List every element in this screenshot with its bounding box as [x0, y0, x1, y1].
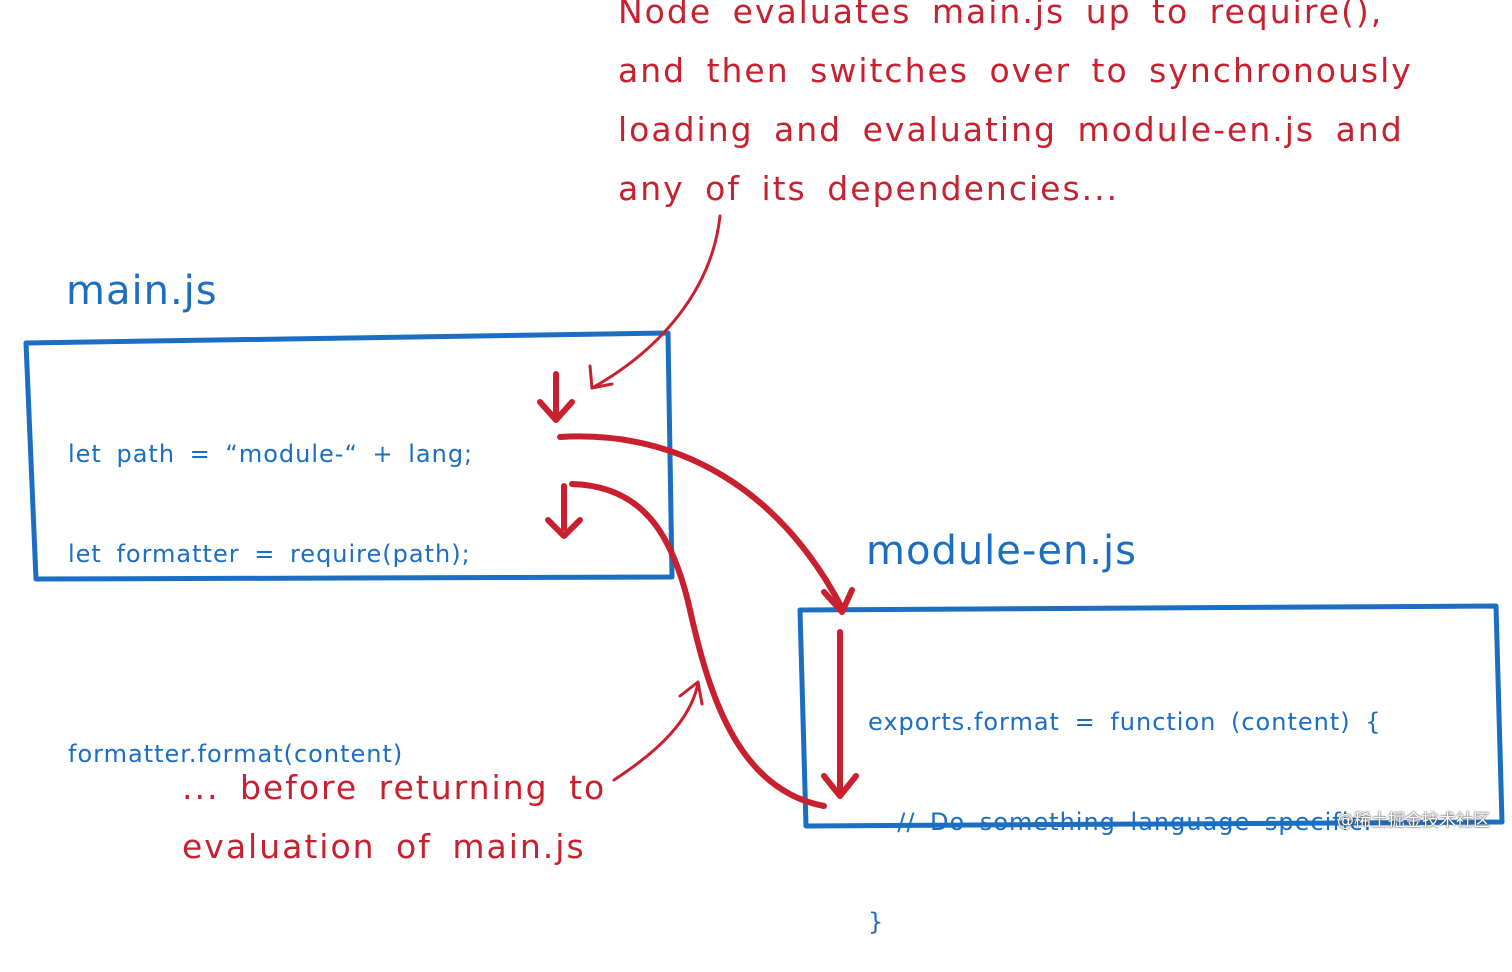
code-line: let formatter = require(path);	[68, 540, 471, 568]
top-annotation-line: any of its dependencies...	[618, 169, 1120, 208]
main-js-box	[23, 330, 675, 582]
top-annotation-line: loading and evaluating module-en.js and	[618, 110, 1404, 149]
code-line: // Do something language specific.	[868, 808, 1373, 836]
require-to-module-arrow	[557, 433, 845, 611]
code-line: formatter.format(content)	[68, 740, 404, 768]
top-annotation-line: and then switches over to synchronously	[618, 51, 1413, 90]
top-annotation: Node evaluates main.js up to require(), …	[618, 0, 1413, 218]
module-evaluation-arrow-head	[821, 773, 859, 799]
bottom-annotation: ... before returning to evaluation of ma…	[182, 758, 606, 876]
main-js-title: main.js	[66, 268, 218, 314]
module-en-js-box	[797, 603, 1505, 829]
bottom-annotation-line: evaluation of main.js	[182, 827, 586, 866]
top-annotation-pointer-head	[588, 364, 614, 390]
code-line: }	[868, 908, 885, 936]
watermark: @稀土掘金技术社区	[1337, 811, 1490, 831]
bottom-annotation-line: ... before returning to	[182, 768, 607, 807]
top-annotation-line: Node evaluates main.js up to require(),	[618, 0, 1384, 31]
module-en-js-title: module-en.js	[866, 528, 1137, 574]
bottom-annotation-pointer	[612, 682, 700, 782]
diagram-drawing	[23, 214, 1505, 829]
code-line: exports.format = function (content) {	[868, 708, 1382, 736]
bottom-annotation-pointer-head	[678, 680, 704, 706]
top-annotation-pointer	[590, 214, 722, 390]
code-blank-line	[68, 632, 473, 676]
return-to-main-arrow-head	[545, 517, 583, 539]
code-line: let path = “module-“ + lang;	[68, 440, 474, 468]
return-to-main-arrow	[569, 481, 827, 809]
execution-pause-arrow-head	[537, 399, 575, 423]
main-js-code: let path = “module-“ + lang; let formatt…	[68, 376, 473, 804]
require-to-module-arrow-head	[821, 587, 855, 615]
module-en-js-code: exports.format = function (content) { //…	[868, 644, 1382, 972]
